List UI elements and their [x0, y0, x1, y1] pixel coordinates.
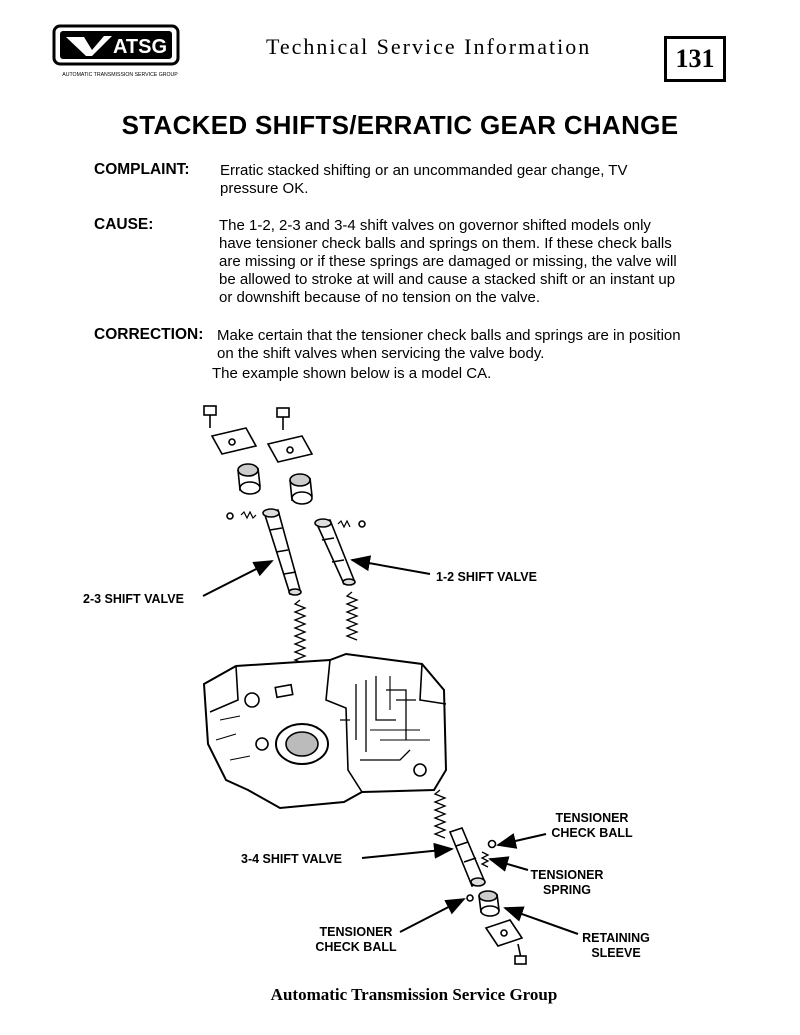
page-title: STACKED SHIFTS/ERRATIC GEAR CHANGE — [121, 110, 679, 140]
retaining-sleeve-lower — [478, 890, 500, 917]
bolt-right — [276, 407, 290, 430]
spring-3-4 — [433, 789, 447, 839]
cause-label: CAUSE: — [94, 216, 154, 233]
retaining-sleeve-top-right — [289, 473, 313, 505]
spring-2-3 — [293, 599, 307, 665]
spring-1-2 — [345, 591, 359, 641]
label-tensioner-spring-1: TENSIONER — [531, 868, 604, 882]
tensioner-spring — [480, 851, 490, 868]
correction-text: Make certain that the tensioner check ba… — [217, 327, 681, 362]
label-2-3-shift-valve: 2-3 SHIFT VALVE — [83, 592, 184, 606]
shift-valve-2-3 — [262, 508, 302, 596]
cover-plate-left — [210, 427, 258, 455]
label-retaining-sleeve-1: RETAINING — [582, 931, 650, 945]
label-tensioner-check-ball-upper-2: CHECK BALL — [551, 826, 633, 840]
valve-body-exploded-diagram: 1-2 SHIFT VALVE 2-3 SHIFT VALVE 3-4 SHIF… — [83, 405, 650, 965]
logo-subtext: AUTOMATIC TRANSMISSION SERVICE GROUP — [62, 72, 178, 78]
shift-valve-1-2 — [314, 518, 356, 586]
label-tensioner-check-ball-upper-1: TENSIONER — [556, 811, 629, 825]
complaint-label: COMPLAINT: — [94, 161, 190, 178]
page-number: 131 — [664, 36, 726, 82]
cover-plate-lower — [484, 919, 524, 947]
label-1-2-shift-valve: 1-2 SHIFT VALVE — [436, 570, 537, 584]
correction-example-note: The example shown below is a model CA. — [212, 365, 492, 382]
cause-text: The 1-2, 2-3 and 3-4 shift valves on gov… — [219, 217, 677, 306]
complaint-text: Erratic stacked shifting or an uncommand… — [220, 162, 628, 197]
tensioner-check-ball-lower — [466, 894, 474, 902]
header-title: Technical Service Information — [266, 34, 592, 59]
retaining-sleeve-top-left — [237, 463, 261, 495]
atsg-logo: ATSG AUTOMATIC TRANSMISSION SERVICE GROU… — [40, 24, 200, 84]
label-3-4-shift-valve: 3-4 SHIFT VALVE — [241, 852, 342, 866]
valve-body-casting — [202, 652, 448, 810]
bolt-left — [203, 405, 217, 428]
label-retaining-sleeve-2: SLEEVE — [591, 946, 640, 960]
logo-text: ATSG — [113, 36, 167, 58]
shift-valve-3-4 — [448, 827, 486, 888]
footer: Automatic Transmission Service Group — [270, 985, 558, 1004]
label-tensioner-check-ball-lower-1: TENSIONER — [320, 925, 393, 939]
label-tensioner-check-ball-lower-2: CHECK BALL — [315, 940, 397, 954]
tensioner-check-ball-upper — [487, 839, 497, 849]
correction-label: CORRECTION: — [94, 326, 204, 343]
cover-plate-right — [266, 435, 314, 463]
label-tensioner-spring-2: SPRING — [543, 883, 591, 897]
bolt-lower — [514, 943, 527, 965]
